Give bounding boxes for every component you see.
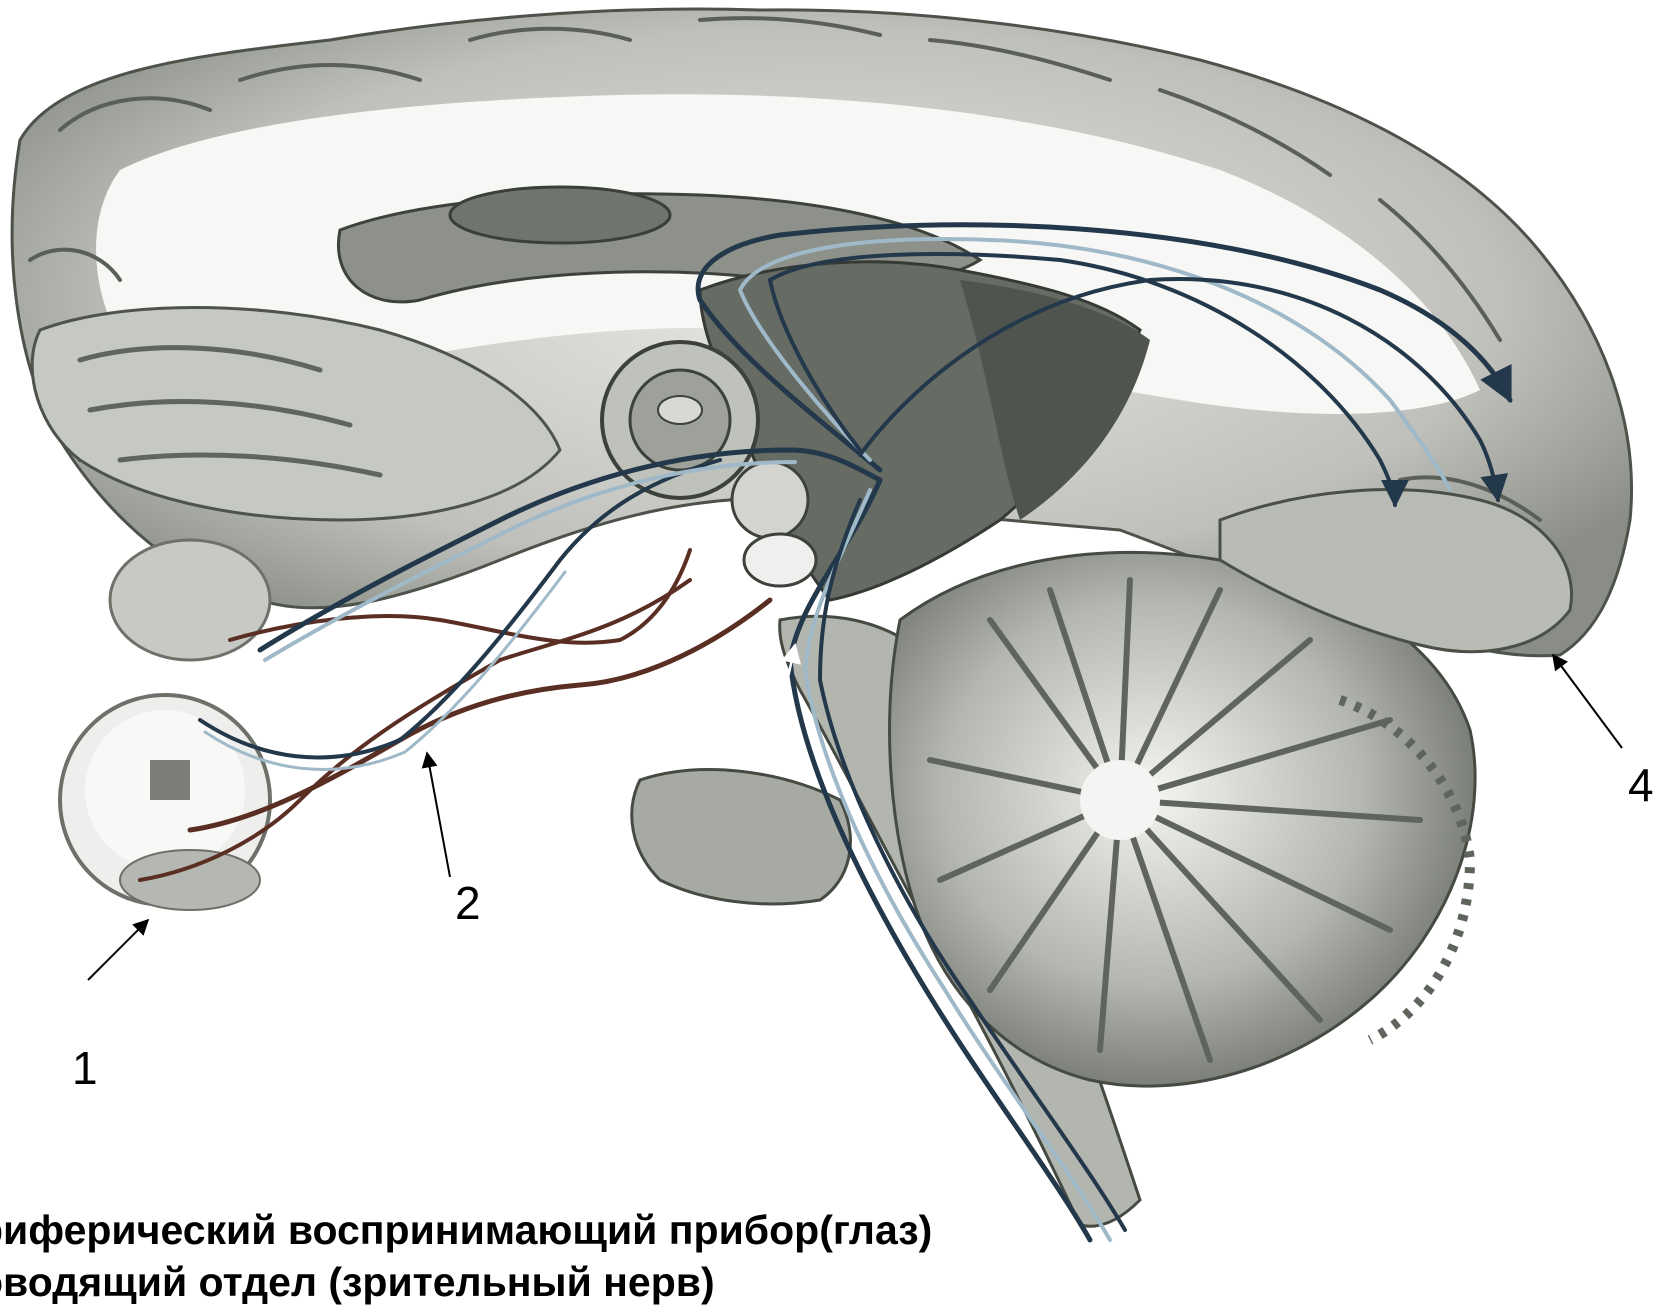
arrow-2 [427,753,450,877]
label-2: 2 [455,880,481,926]
arrow-4 [1553,655,1622,748]
arrow-1 [88,920,148,980]
label-1: 1 [72,1045,98,1091]
label-4: 4 [1628,762,1654,808]
caption-line-2: оводящий отдел (зрительный нерв) [0,1262,715,1303]
caption-line-1: риферический воспринимающий прибор(глаз) [0,1210,932,1251]
label-3: 3 [762,732,788,778]
eyeball [60,540,270,910]
